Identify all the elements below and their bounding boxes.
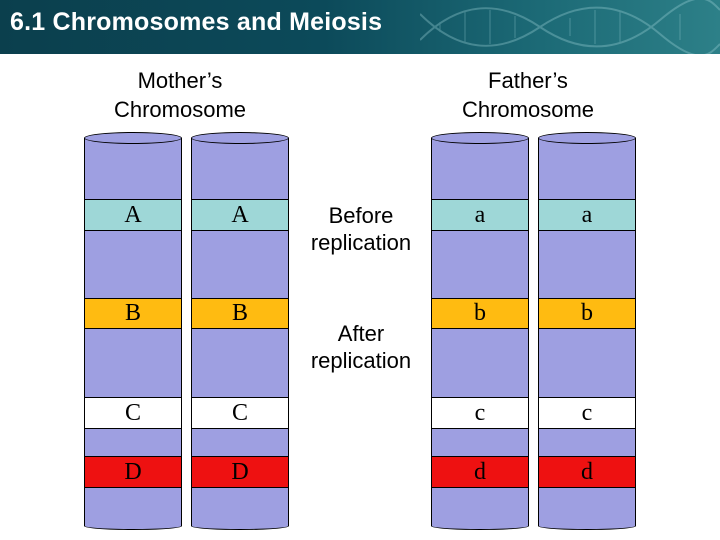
- gene-band-c: c: [539, 397, 635, 429]
- gene-band-d: D: [192, 456, 288, 488]
- chromatid-cap: [431, 132, 529, 144]
- before-label-line2: replication: [310, 230, 412, 255]
- father-chromatid-1: a b c d: [431, 132, 529, 530]
- chromatid-cap: [84, 132, 182, 144]
- gene-band-c: c: [432, 397, 528, 429]
- before-label-line1: Before: [328, 203, 394, 228]
- gene-band-c: C: [192, 397, 288, 429]
- mother-label-line1: Mother’s: [137, 68, 223, 93]
- gene-band-b: B: [192, 298, 288, 329]
- gene-band-a: A: [85, 199, 181, 231]
- dna-helix-decoration: [420, 0, 720, 54]
- before-replication-label: Before replication: [298, 202, 424, 256]
- chromatid-cap: [538, 132, 636, 144]
- mother-chromatid-2: A B C D: [191, 132, 289, 530]
- gene-band-a: a: [432, 199, 528, 231]
- mother-chromosome-label: Mother’s Chromosome: [90, 66, 270, 124]
- father-label-line2: Chromosome: [461, 97, 595, 122]
- gene-band-b: b: [539, 298, 635, 329]
- gene-band-a: A: [192, 199, 288, 231]
- gene-band-a: a: [539, 199, 635, 231]
- father-chromatid-2: a b c d: [538, 132, 636, 530]
- gene-band-d: d: [539, 456, 635, 488]
- mother-chromatid-1: A B C D: [84, 132, 182, 530]
- mother-label-line2: Chromosome: [113, 97, 247, 122]
- after-replication-label: After replication: [298, 320, 424, 374]
- gene-band-c: C: [85, 397, 181, 429]
- page-title: 6.1 Chromosomes and Meiosis: [10, 8, 383, 36]
- chromatid-cap: [191, 132, 289, 144]
- father-label-line1: Father’s: [488, 68, 568, 93]
- gene-band-b: B: [85, 298, 181, 329]
- gene-band-b: b: [432, 298, 528, 329]
- after-label-line2: replication: [310, 348, 412, 373]
- gene-band-d: D: [85, 456, 181, 488]
- gene-band-d: d: [432, 456, 528, 488]
- after-label-line1: After: [337, 321, 385, 346]
- title-bar: 6.1 Chromosomes and Meiosis: [0, 0, 720, 54]
- father-chromosome-label: Father’s Chromosome: [438, 66, 618, 124]
